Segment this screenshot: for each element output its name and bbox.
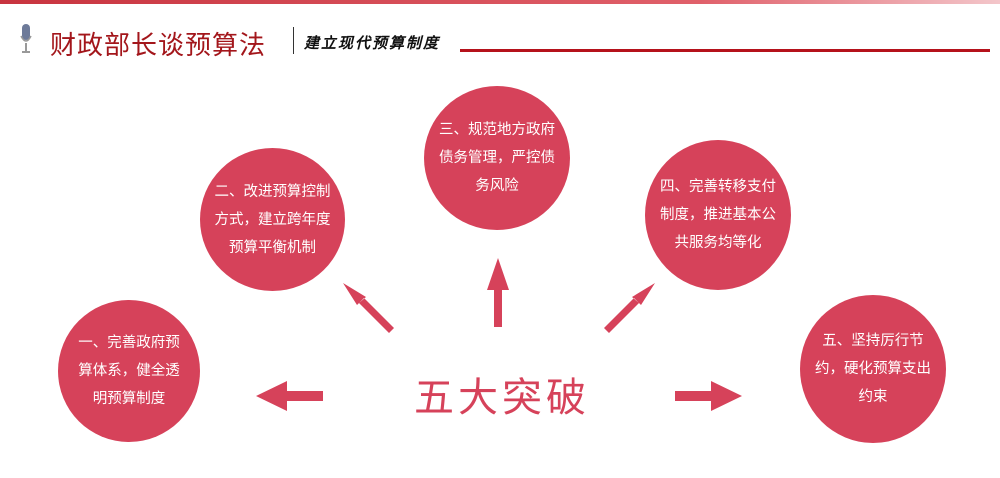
center-label: 五大突破 <box>414 375 590 421</box>
divider <box>293 27 294 54</box>
breakthrough-1: 一、完善政府预算体系，健全透明预算制度 <box>58 300 200 442</box>
arrow-up-right <box>604 283 655 333</box>
top-accent-bar <box>0 0 1000 4</box>
header-rule <box>460 49 990 52</box>
breakthrough-4: 四、完善转移支付制度，推进基本公共服务均等化 <box>645 140 791 290</box>
page-title: 财政部长谈预算法 <box>50 31 267 61</box>
breakthrough-5: 五、坚持厉行节约，硬化预算支出约束 <box>800 295 946 443</box>
arrow-right <box>675 381 742 411</box>
microphone-icon <box>20 24 32 53</box>
breakthrough-3: 三、规范地方政府债务管理，严控债务风险 <box>424 86 570 230</box>
arrow-up <box>487 258 509 327</box>
arrow-left <box>256 381 323 411</box>
arrow-up-left <box>343 283 394 333</box>
breakthrough-2: 二、改进预算控制方式，建立跨年度预算平衡机制 <box>200 148 345 291</box>
slogan-calligraphy: 建立现代预算制度 <box>304 34 441 52</box>
